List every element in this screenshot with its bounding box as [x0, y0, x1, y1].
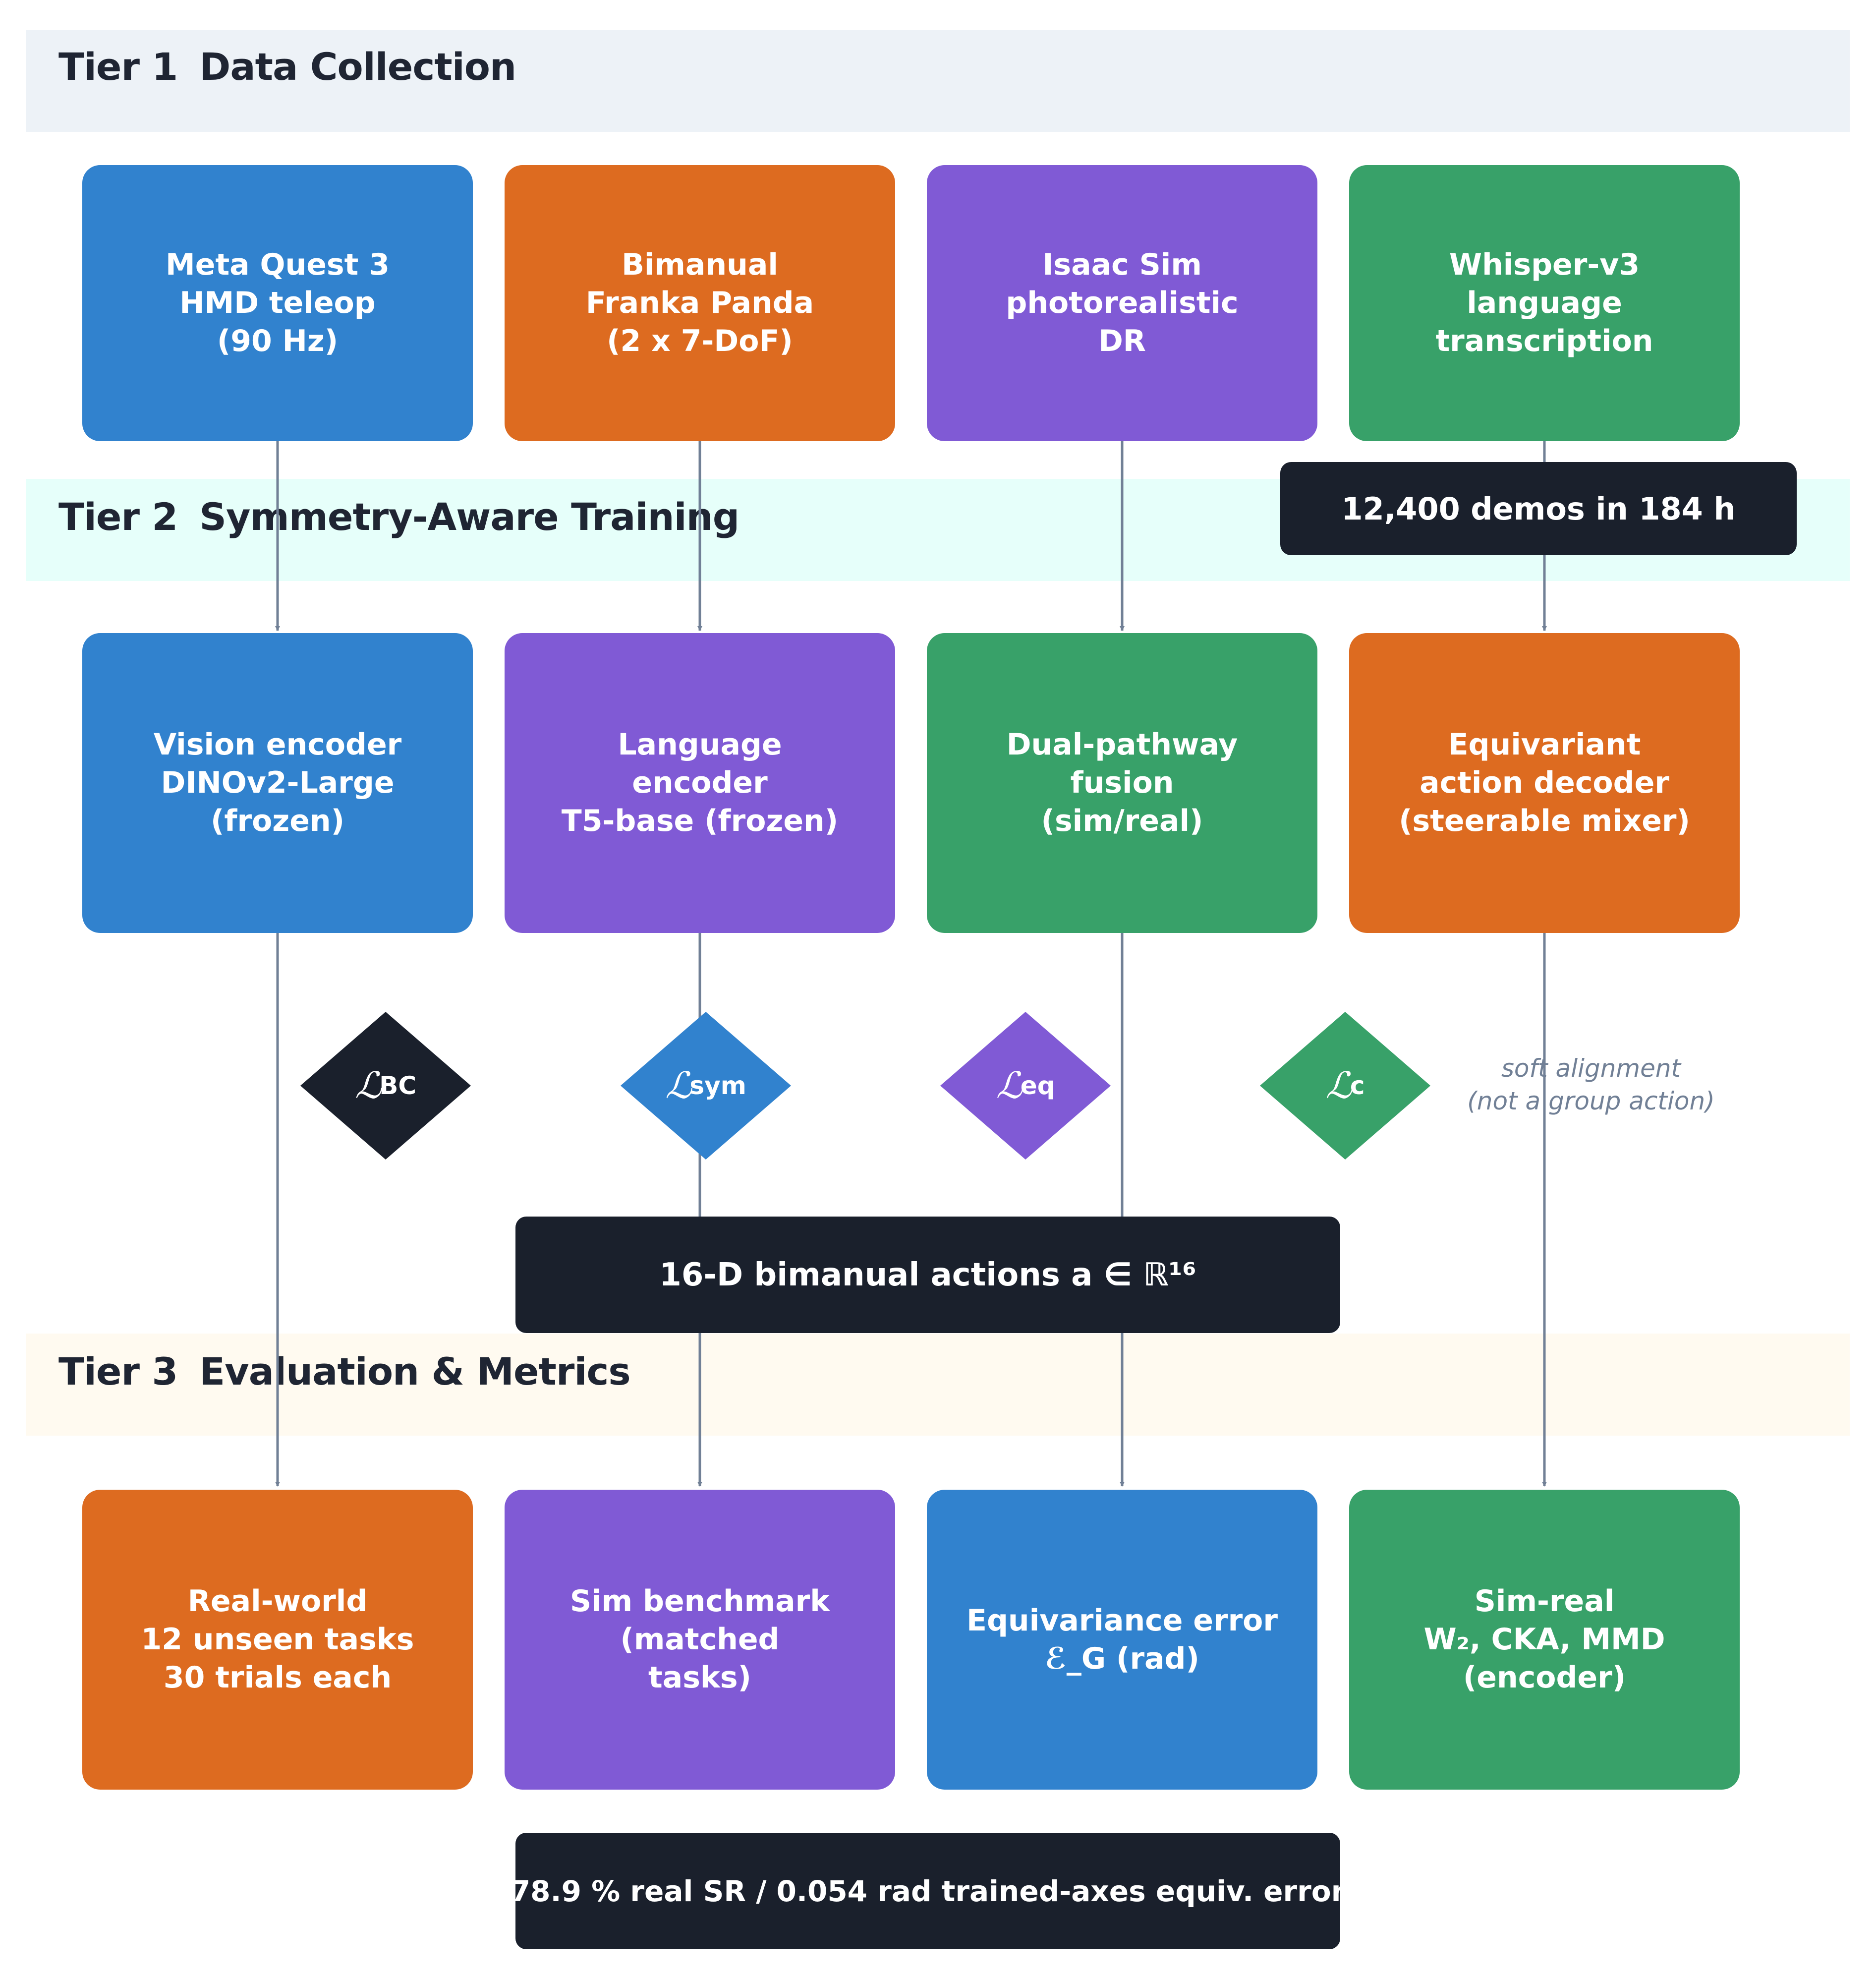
actions-badge: 16-D bimanual actions a ∈ ℝ¹⁶ — [515, 1217, 1340, 1333]
whisper-box: Whisper-v3 language transcription — [1349, 165, 1740, 441]
action-decoder-box: Equivariant action decoder (steerable mi… — [1349, 633, 1740, 933]
result-badge: 78.9 % real SR / 0.054 rad trained-axes … — [511, 1833, 1345, 1949]
loss-eq-diamond — [940, 1012, 1111, 1160]
meta-quest-box: Meta Quest 3 HMD teleop (90 Hz) — [82, 165, 473, 441]
language-encoder-box: Language encoder T5-base (frozen) — [505, 633, 895, 933]
franka-panda-box: Bimanual Franka Panda (2 x 7-DoF) — [505, 165, 895, 441]
loss-sym-diamond — [621, 1012, 791, 1160]
sim-real-box: Sim-real W₂, CKA, MMD (encoder) — [1349, 1490, 1740, 1790]
loss-bc-diamond — [300, 1012, 471, 1160]
demos-badge: 12,400 demos in 184 h — [1280, 462, 1797, 555]
tier3-band — [26, 1334, 1850, 1436]
vision-encoder-box: Vision encoder DINOv2-Large (frozen) — [82, 633, 473, 933]
real-world-box: Real-world 12 unseen tasks 30 trials eac… — [82, 1490, 473, 1790]
soft-alignment-note: soft alignment (not a group action) — [1467, 1054, 1715, 1115]
loss-c-diamond — [1260, 1012, 1430, 1160]
equivariance-error-box: Equivariance error ℰ_G (rad) — [927, 1490, 1317, 1790]
isaac-sim-box: Isaac Sim photorealistic DR — [927, 165, 1317, 441]
tier1-band — [26, 30, 1850, 132]
fusion-box: Dual-pathway fusion (sim/real) — [927, 633, 1317, 933]
sim-benchmark-box: Sim benchmark (matched tasks) — [505, 1490, 895, 1790]
